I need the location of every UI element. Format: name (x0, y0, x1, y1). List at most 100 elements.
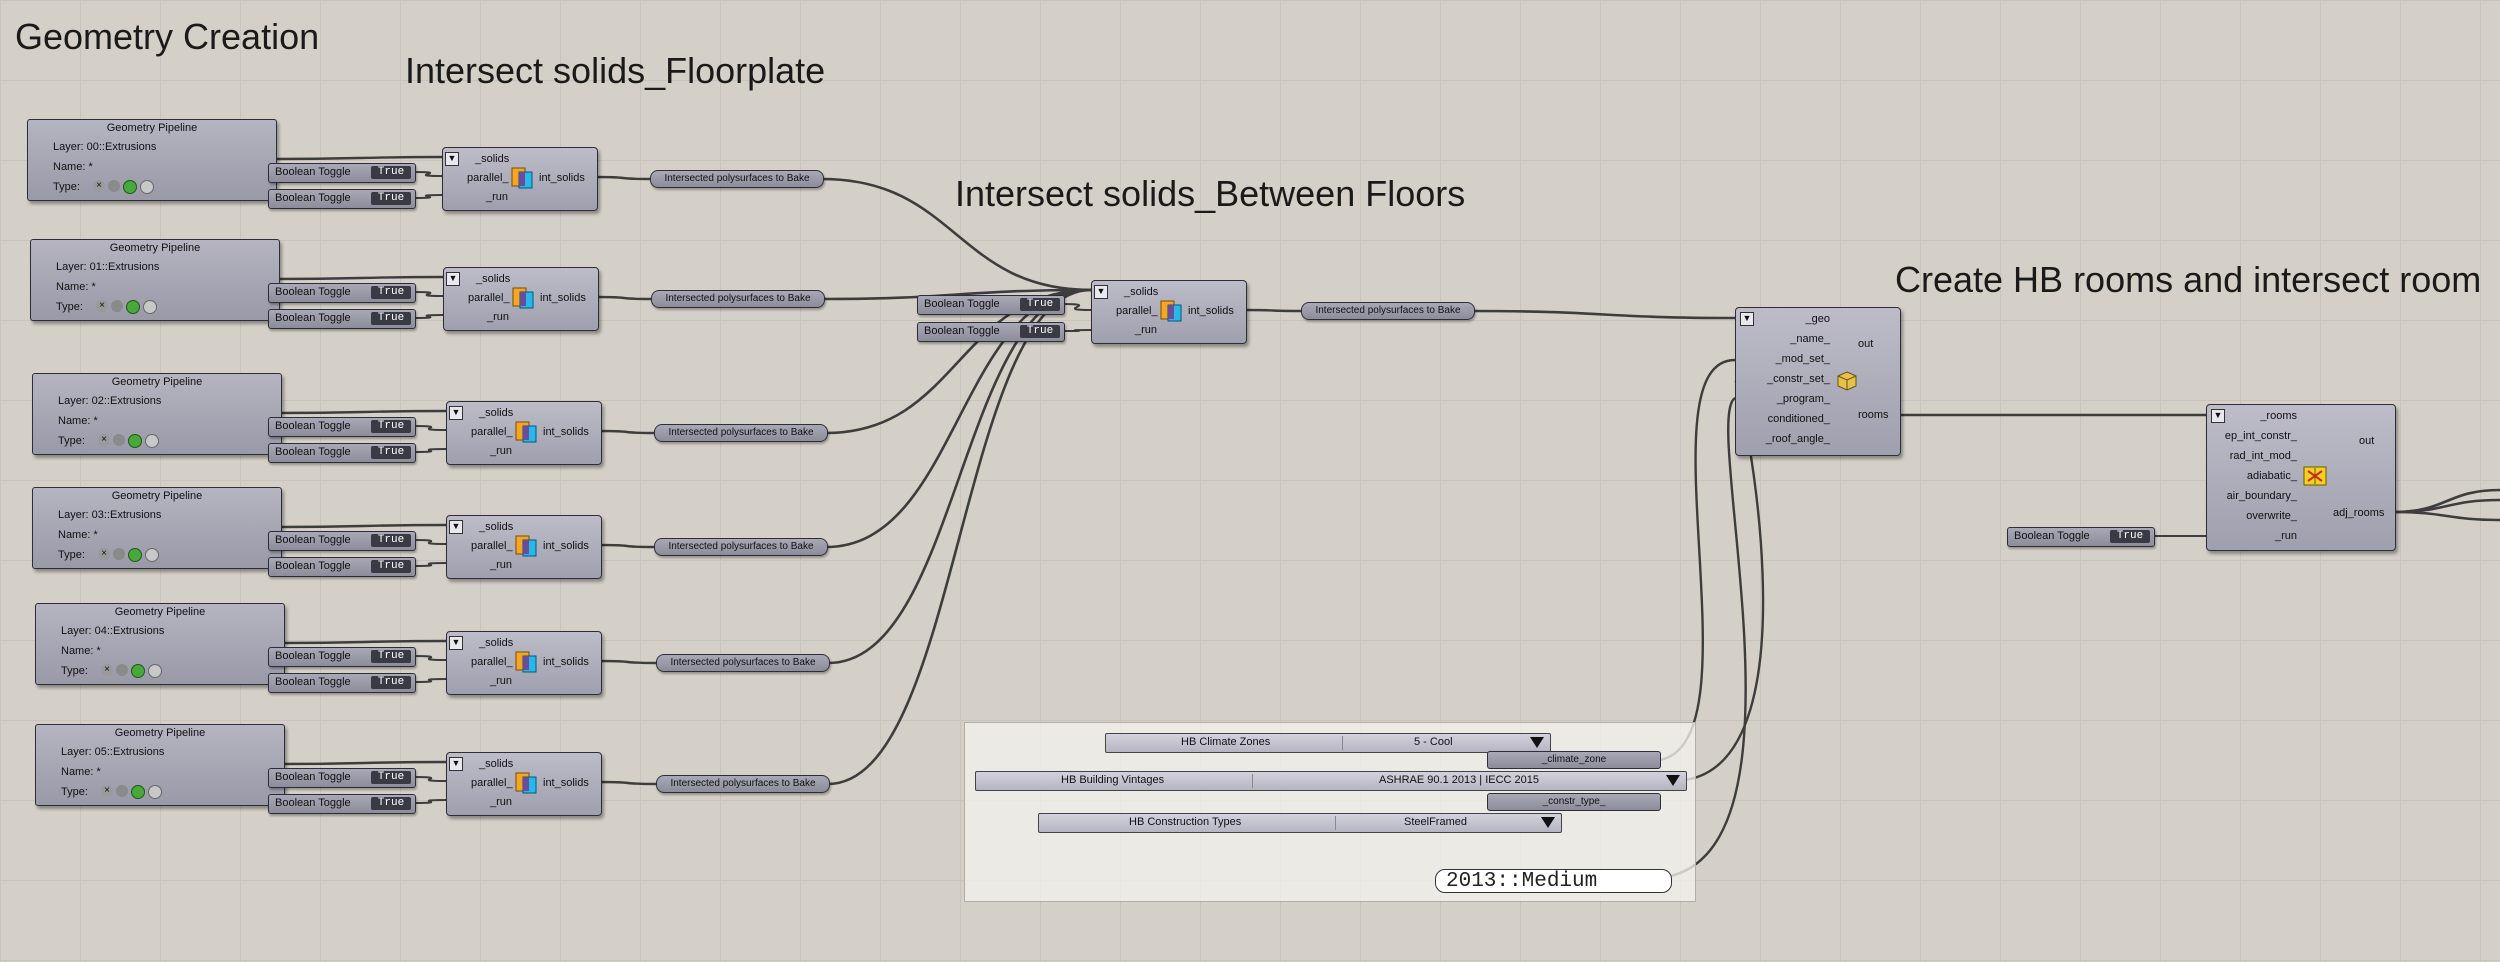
type-filter-icons[interactable]: × (98, 548, 159, 562)
bake-label-panel[interactable]: Intersected polysurfaces to Bake (656, 654, 830, 672)
hb-climate-zones-dropdown[interactable]: HB Climate Zones 5 - Cool (1105, 733, 1551, 753)
toggle-value[interactable]: True (1020, 298, 1060, 311)
curve-type-icon[interactable] (111, 300, 123, 312)
brep-type-icon[interactable] (126, 300, 140, 314)
expand-icon[interactable]: ▼ (1094, 285, 1108, 299)
expand-icon[interactable]: ▼ (449, 636, 463, 650)
point-type-icon[interactable]: × (98, 434, 110, 446)
hb-room-component[interactable]: ▼ _geo_name__mod_set__constr_set__progra… (1735, 307, 1901, 456)
toggle-value[interactable]: True (371, 420, 411, 433)
curve-type-icon[interactable] (113, 548, 125, 560)
intersect-solids-component-between[interactable]: ▼ _solids parallel_ _run int_solids (1091, 280, 1247, 344)
brep-type-icon[interactable] (131, 785, 145, 799)
bake-label-panel[interactable]: Intersected polysurfaces to Bake (651, 290, 825, 308)
mesh-type-icon[interactable] (145, 434, 159, 448)
expand-icon[interactable]: ▼ (449, 406, 463, 420)
toggle-value[interactable]: True (371, 797, 411, 810)
point-type-icon[interactable]: × (101, 785, 113, 797)
point-type-icon[interactable]: × (98, 548, 110, 560)
curve-type-icon[interactable] (116, 785, 128, 797)
mesh-type-icon[interactable] (140, 180, 154, 194)
point-type-icon[interactable]: × (101, 664, 113, 676)
toggle-value[interactable]: True (371, 312, 411, 325)
mesh-type-icon[interactable] (148, 785, 162, 799)
mesh-type-icon[interactable] (145, 548, 159, 562)
mesh-type-icon[interactable] (148, 664, 162, 678)
constr-type-param[interactable]: _constr_type_ (1487, 793, 1661, 811)
chevron-down-icon[interactable] (1541, 817, 1555, 828)
bake-label-panel[interactable]: Intersected polysurfaces to Bake (654, 538, 828, 556)
type-filter-icons[interactable]: × (101, 664, 162, 678)
expand-icon[interactable]: ▼ (449, 757, 463, 771)
toggle-value[interactable]: True (371, 676, 411, 689)
bake-label-between[interactable]: Intersected polysurfaces to Bake (1301, 302, 1475, 320)
toggle-value[interactable]: True (371, 771, 411, 784)
brep-type-icon[interactable] (123, 180, 137, 194)
bake-label-panel[interactable]: Intersected polysurfaces to Bake (654, 424, 828, 442)
toggle-value[interactable]: True (371, 192, 411, 205)
brep-type-icon[interactable] (128, 548, 142, 562)
type-filter-icons[interactable]: × (101, 785, 162, 799)
toggle-value[interactable]: True (371, 560, 411, 573)
boolean-toggle-adjacency-run[interactable]: Boolean Toggle True (2007, 527, 2155, 547)
toggle-value[interactable]: True (1020, 325, 1060, 338)
toggle-value[interactable]: True (371, 534, 411, 547)
expand-icon[interactable]: ▼ (449, 520, 463, 534)
mesh-type-icon[interactable] (143, 300, 157, 314)
type-filter-icons[interactable]: × (98, 434, 159, 448)
hb-construction-types-dropdown[interactable]: HB Construction Types SteelFramed (1038, 813, 1562, 833)
point-type-icon[interactable]: × (96, 300, 108, 312)
expand-icon[interactable]: ▼ (446, 272, 460, 286)
hb-building-vintages-dropdown[interactable]: HB Building Vintages ASHRAE 90.1 2013 | … (975, 771, 1687, 791)
toggle-value[interactable]: True (371, 286, 411, 299)
toggle-value[interactable]: True (2110, 530, 2150, 543)
chevron-down-icon[interactable] (1530, 737, 1544, 748)
bake-label-panel[interactable]: Intersected polysurfaces to Bake (656, 775, 830, 793)
curve-type-icon[interactable] (113, 434, 125, 446)
bake-label-panel[interactable]: Intersected polysurfaces to Bake (650, 170, 824, 188)
toggle-value[interactable]: True (371, 166, 411, 179)
toggle-value[interactable]: True (371, 446, 411, 459)
curve-type-icon[interactable] (116, 664, 128, 676)
point-type-icon[interactable]: × (93, 180, 105, 192)
expand-icon[interactable]: ▼ (2211, 409, 2225, 423)
toggle-value[interactable]: True (371, 650, 411, 663)
boolean-toggle-between-1[interactable]: Boolean Toggle True (917, 295, 1065, 315)
type-filter-icons[interactable]: × (93, 180, 154, 194)
type-filter-icons[interactable]: × (96, 300, 157, 314)
brep-type-icon[interactable] (131, 664, 145, 678)
brep-type-icon[interactable] (128, 434, 142, 448)
curve-type-icon[interactable] (108, 180, 120, 192)
expand-icon[interactable]: ▼ (1740, 312, 1754, 326)
construction-set-panel[interactable]: 2013::Medium (1435, 869, 1672, 893)
expand-icon[interactable]: ▼ (445, 152, 459, 166)
climate-zone-param[interactable]: _climate_zone (1487, 751, 1661, 769)
chevron-down-icon[interactable] (1666, 775, 1680, 786)
boolean-toggle-between-2[interactable]: Boolean Toggle True (917, 322, 1065, 342)
